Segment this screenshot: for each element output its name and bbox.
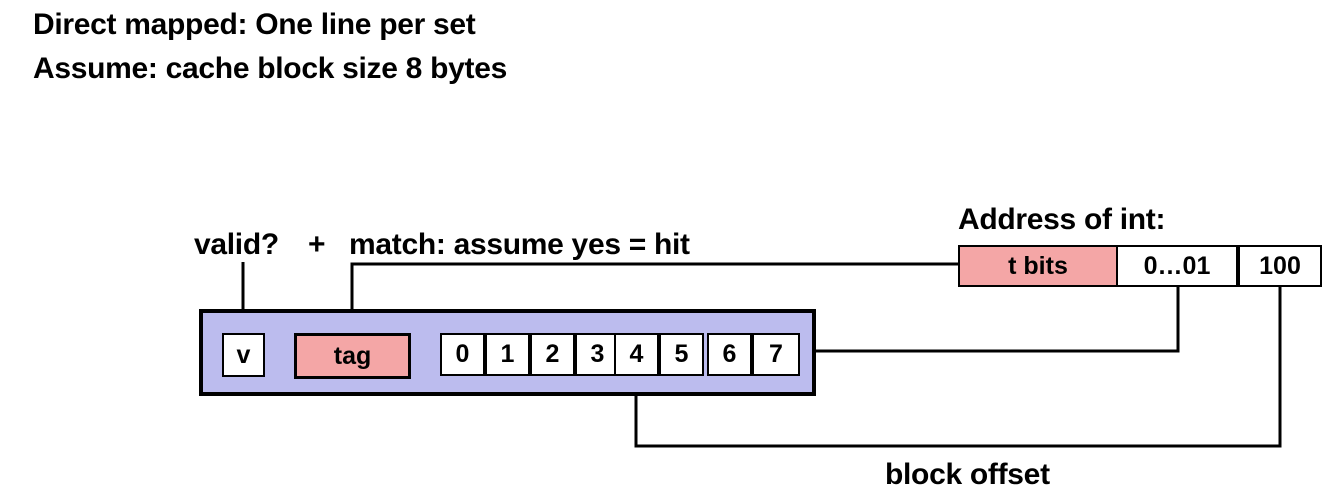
byte-0: 0 <box>440 333 485 376</box>
address-set-index: 0…01 <box>1116 245 1238 287</box>
set-index-connector <box>816 287 1180 353</box>
block-offset-label: block offset <box>885 458 1050 491</box>
byte-3: 3 <box>575 333 620 376</box>
byte-2: 2 <box>530 333 575 376</box>
byte-6: 6 <box>707 333 752 376</box>
byte-4: 4 <box>614 333 659 376</box>
address-label: Address of int: <box>958 203 1166 236</box>
byte-5: 5 <box>659 333 704 376</box>
tag-box: tag <box>294 333 411 379</box>
address-tag-bits: t bits <box>958 245 1118 287</box>
valid-label: valid? <box>194 228 279 261</box>
valid-bit-box: v <box>222 333 265 377</box>
address-offset: 100 <box>1238 245 1322 287</box>
byte-1: 1 <box>485 333 530 376</box>
byte-7: 7 <box>752 333 800 376</box>
title-line-2: Assume: cache block size 8 bytes <box>33 52 507 85</box>
title-line-1: Direct mapped: One line per set <box>33 8 476 41</box>
match-label: match: assume yes = hit <box>349 228 690 261</box>
plus-label: + <box>308 228 326 261</box>
offset-connector <box>634 287 1282 448</box>
